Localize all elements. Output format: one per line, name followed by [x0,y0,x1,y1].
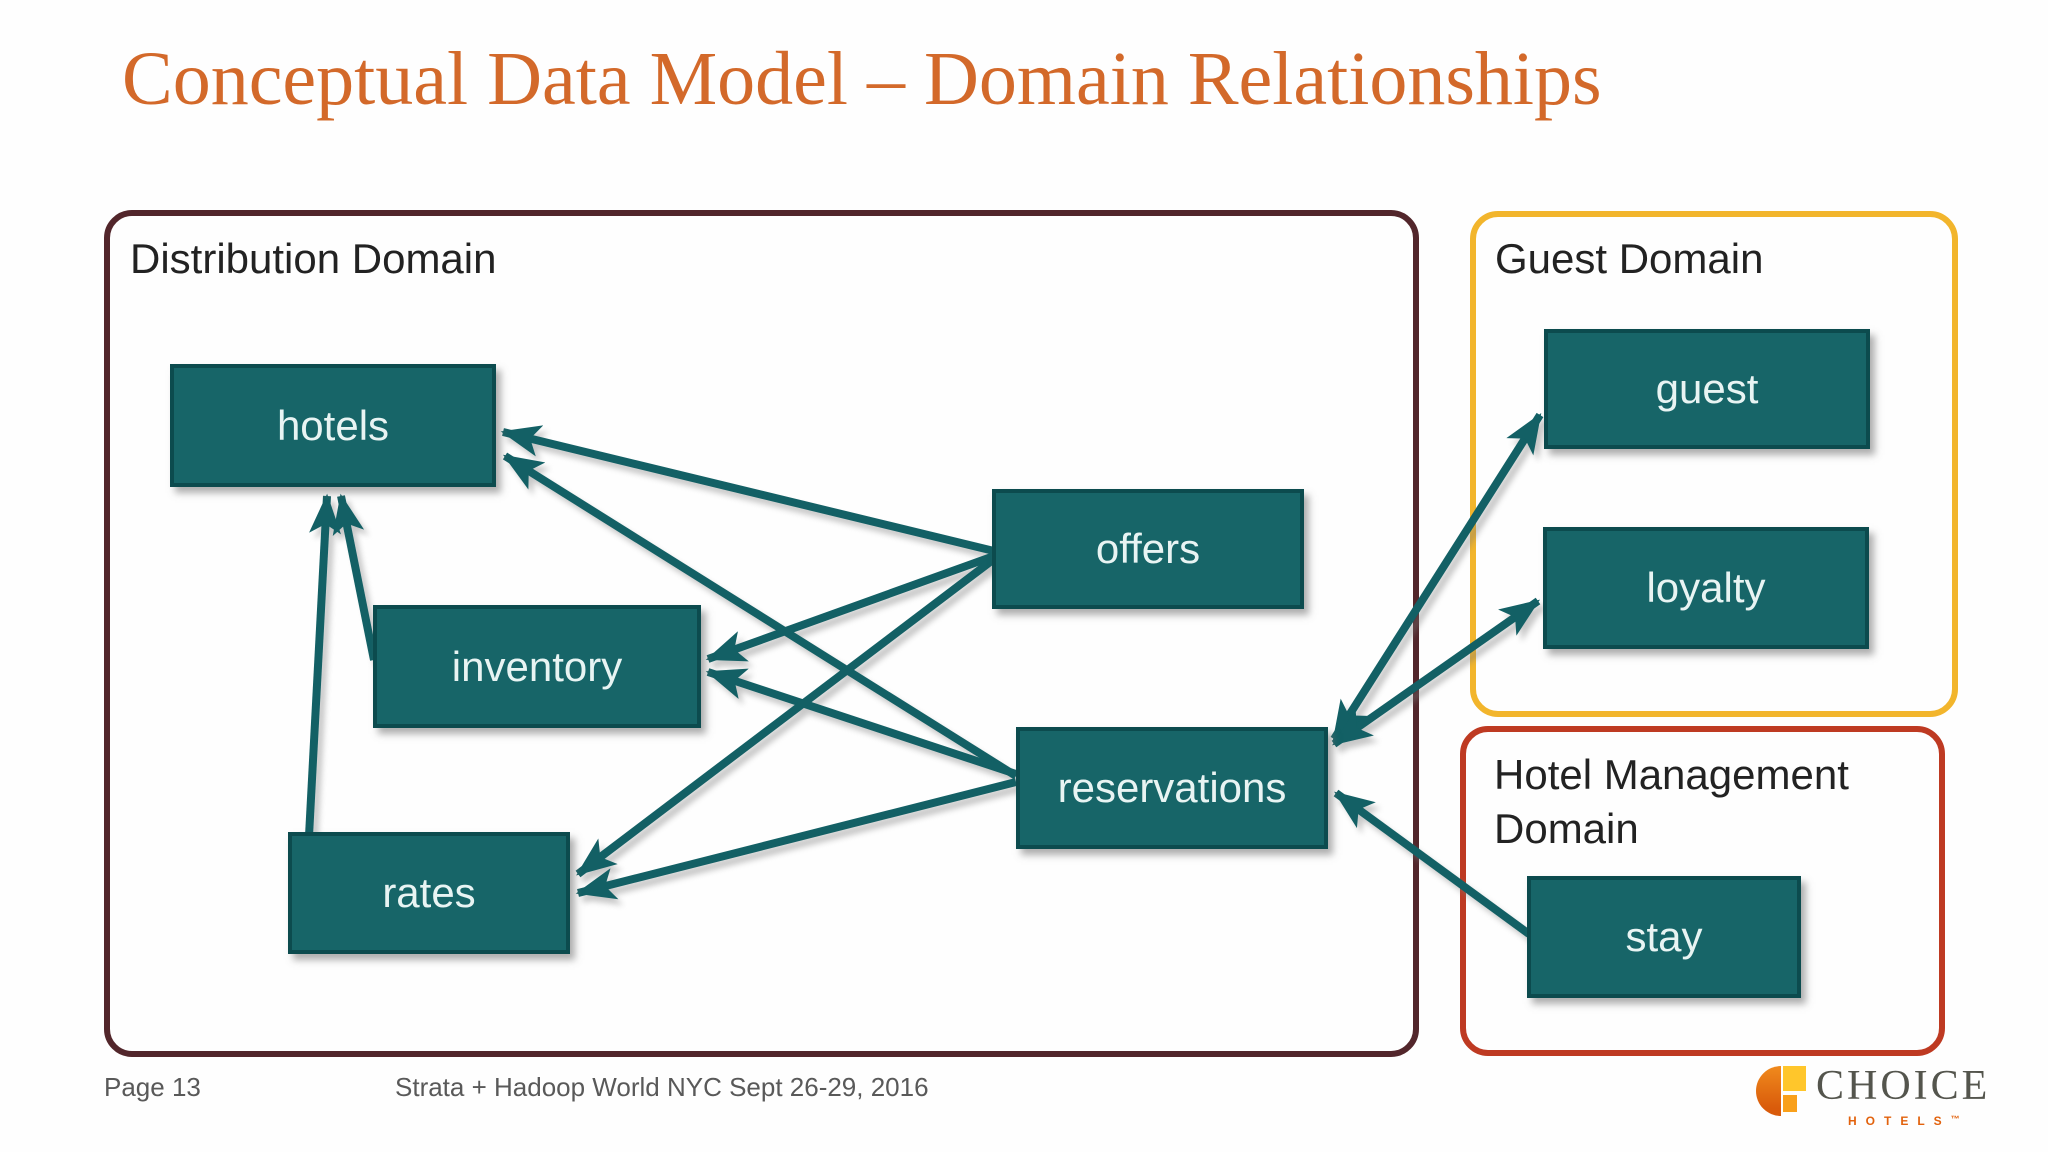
entity-reservations: reservations [1016,727,1328,849]
entity-guest-label: guest [1655,365,1759,412]
entity-stay: stay [1527,876,1801,998]
choice-hotels-logo: CHOICE HOTELS™ [1756,1062,2026,1142]
guest-domain-label: Guest Domain [1495,235,1764,282]
entity-rates-label: rates [382,869,476,916]
distribution-domain-label: Distribution Domain [130,235,497,282]
entity-stay-label: stay [1625,913,1703,960]
entity-loyalty: loyalty [1543,527,1869,649]
entity-offers: offers [992,489,1304,609]
logo-square-bottom-shape [1783,1095,1797,1112]
page-number: Page 13 [104,1072,201,1102]
entity-hotels: hotels [170,364,496,487]
entity-hotels-label: hotels [276,401,390,449]
choice-logo-icon [1756,1066,1806,1116]
logo-brand-text: CHOICE [1816,1063,1991,1109]
entity-guest: guest [1544,329,1870,449]
footer-event-text: Strata + Hadoop World NYC Sept 26-29, 20… [395,1072,929,1102]
entity-offers-label: offers [1095,525,1201,572]
entity-rates: rates [288,832,570,954]
slide-title: Conceptual Data Model – Domain Relations… [122,37,1602,121]
entity-inventory-label: inventory [451,642,623,690]
entity-loyalty-label: loyalty [1646,564,1766,611]
logo-square-top-shape [1783,1066,1806,1091]
entity-inventory: inventory [373,605,701,728]
logo-half-circle-shape [1756,1066,1781,1116]
entity-reservations-label: reservations [1057,764,1287,811]
trademark-symbol: ™ [1950,1114,1960,1124]
hotel-management-domain-label: Hotel Management Domain [1494,751,1849,852]
logo-sub-brand-text: HOTELS™ [1848,1114,1960,1128]
